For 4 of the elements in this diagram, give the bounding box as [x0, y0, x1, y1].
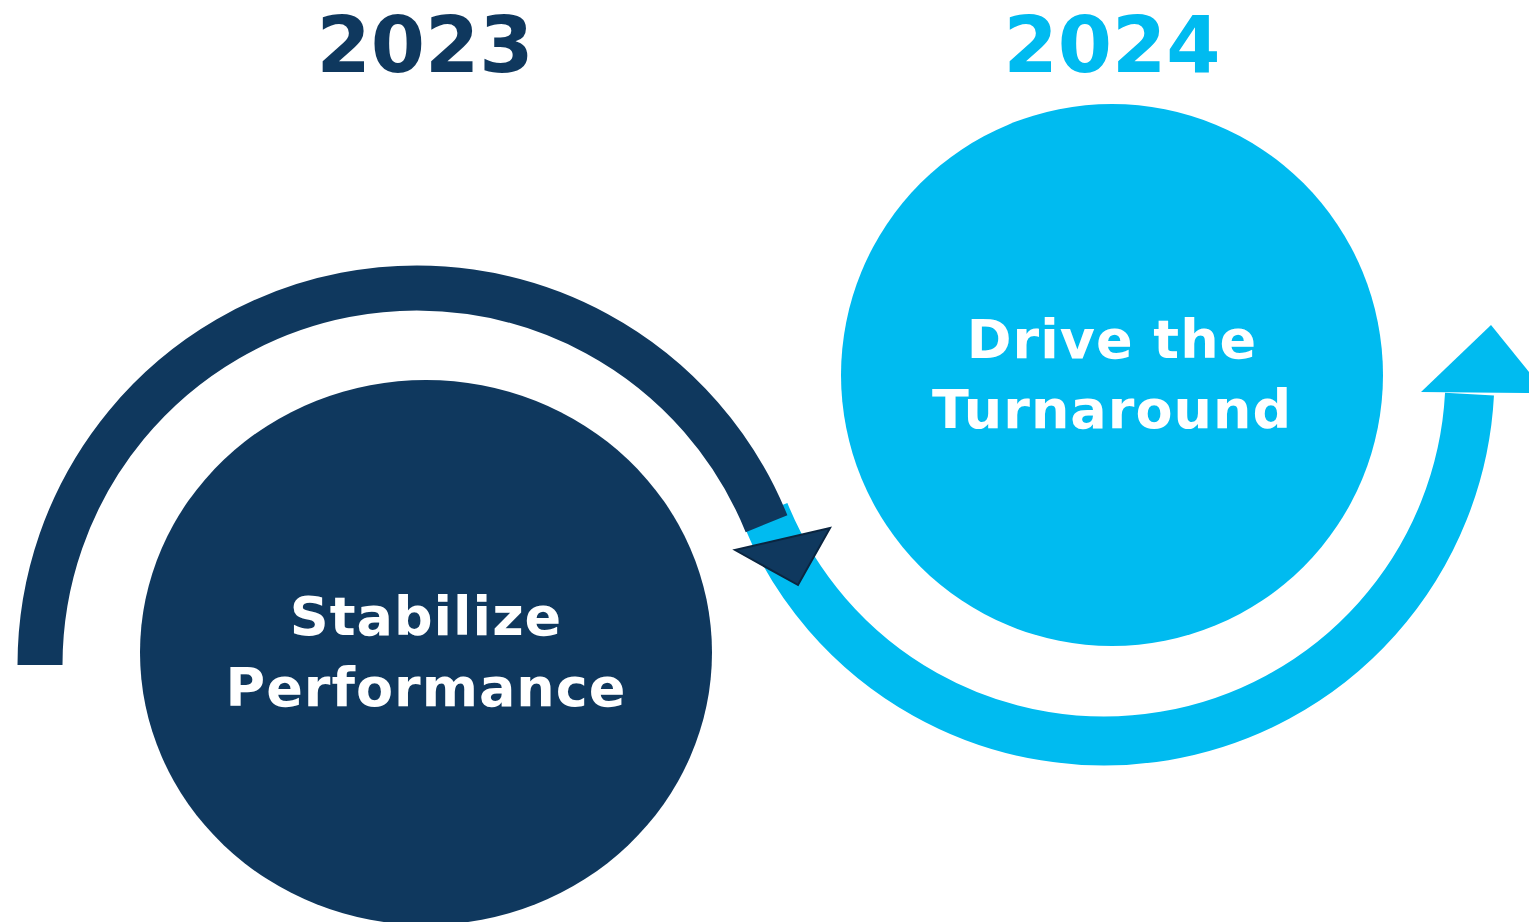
circle-label: Drive the Turnaround — [930, 306, 1294, 443]
year-heading: 2024 — [1002, 6, 1222, 84]
circle-label: Stabilize Performance — [224, 584, 628, 721]
year-heading: 2023 — [315, 6, 535, 84]
